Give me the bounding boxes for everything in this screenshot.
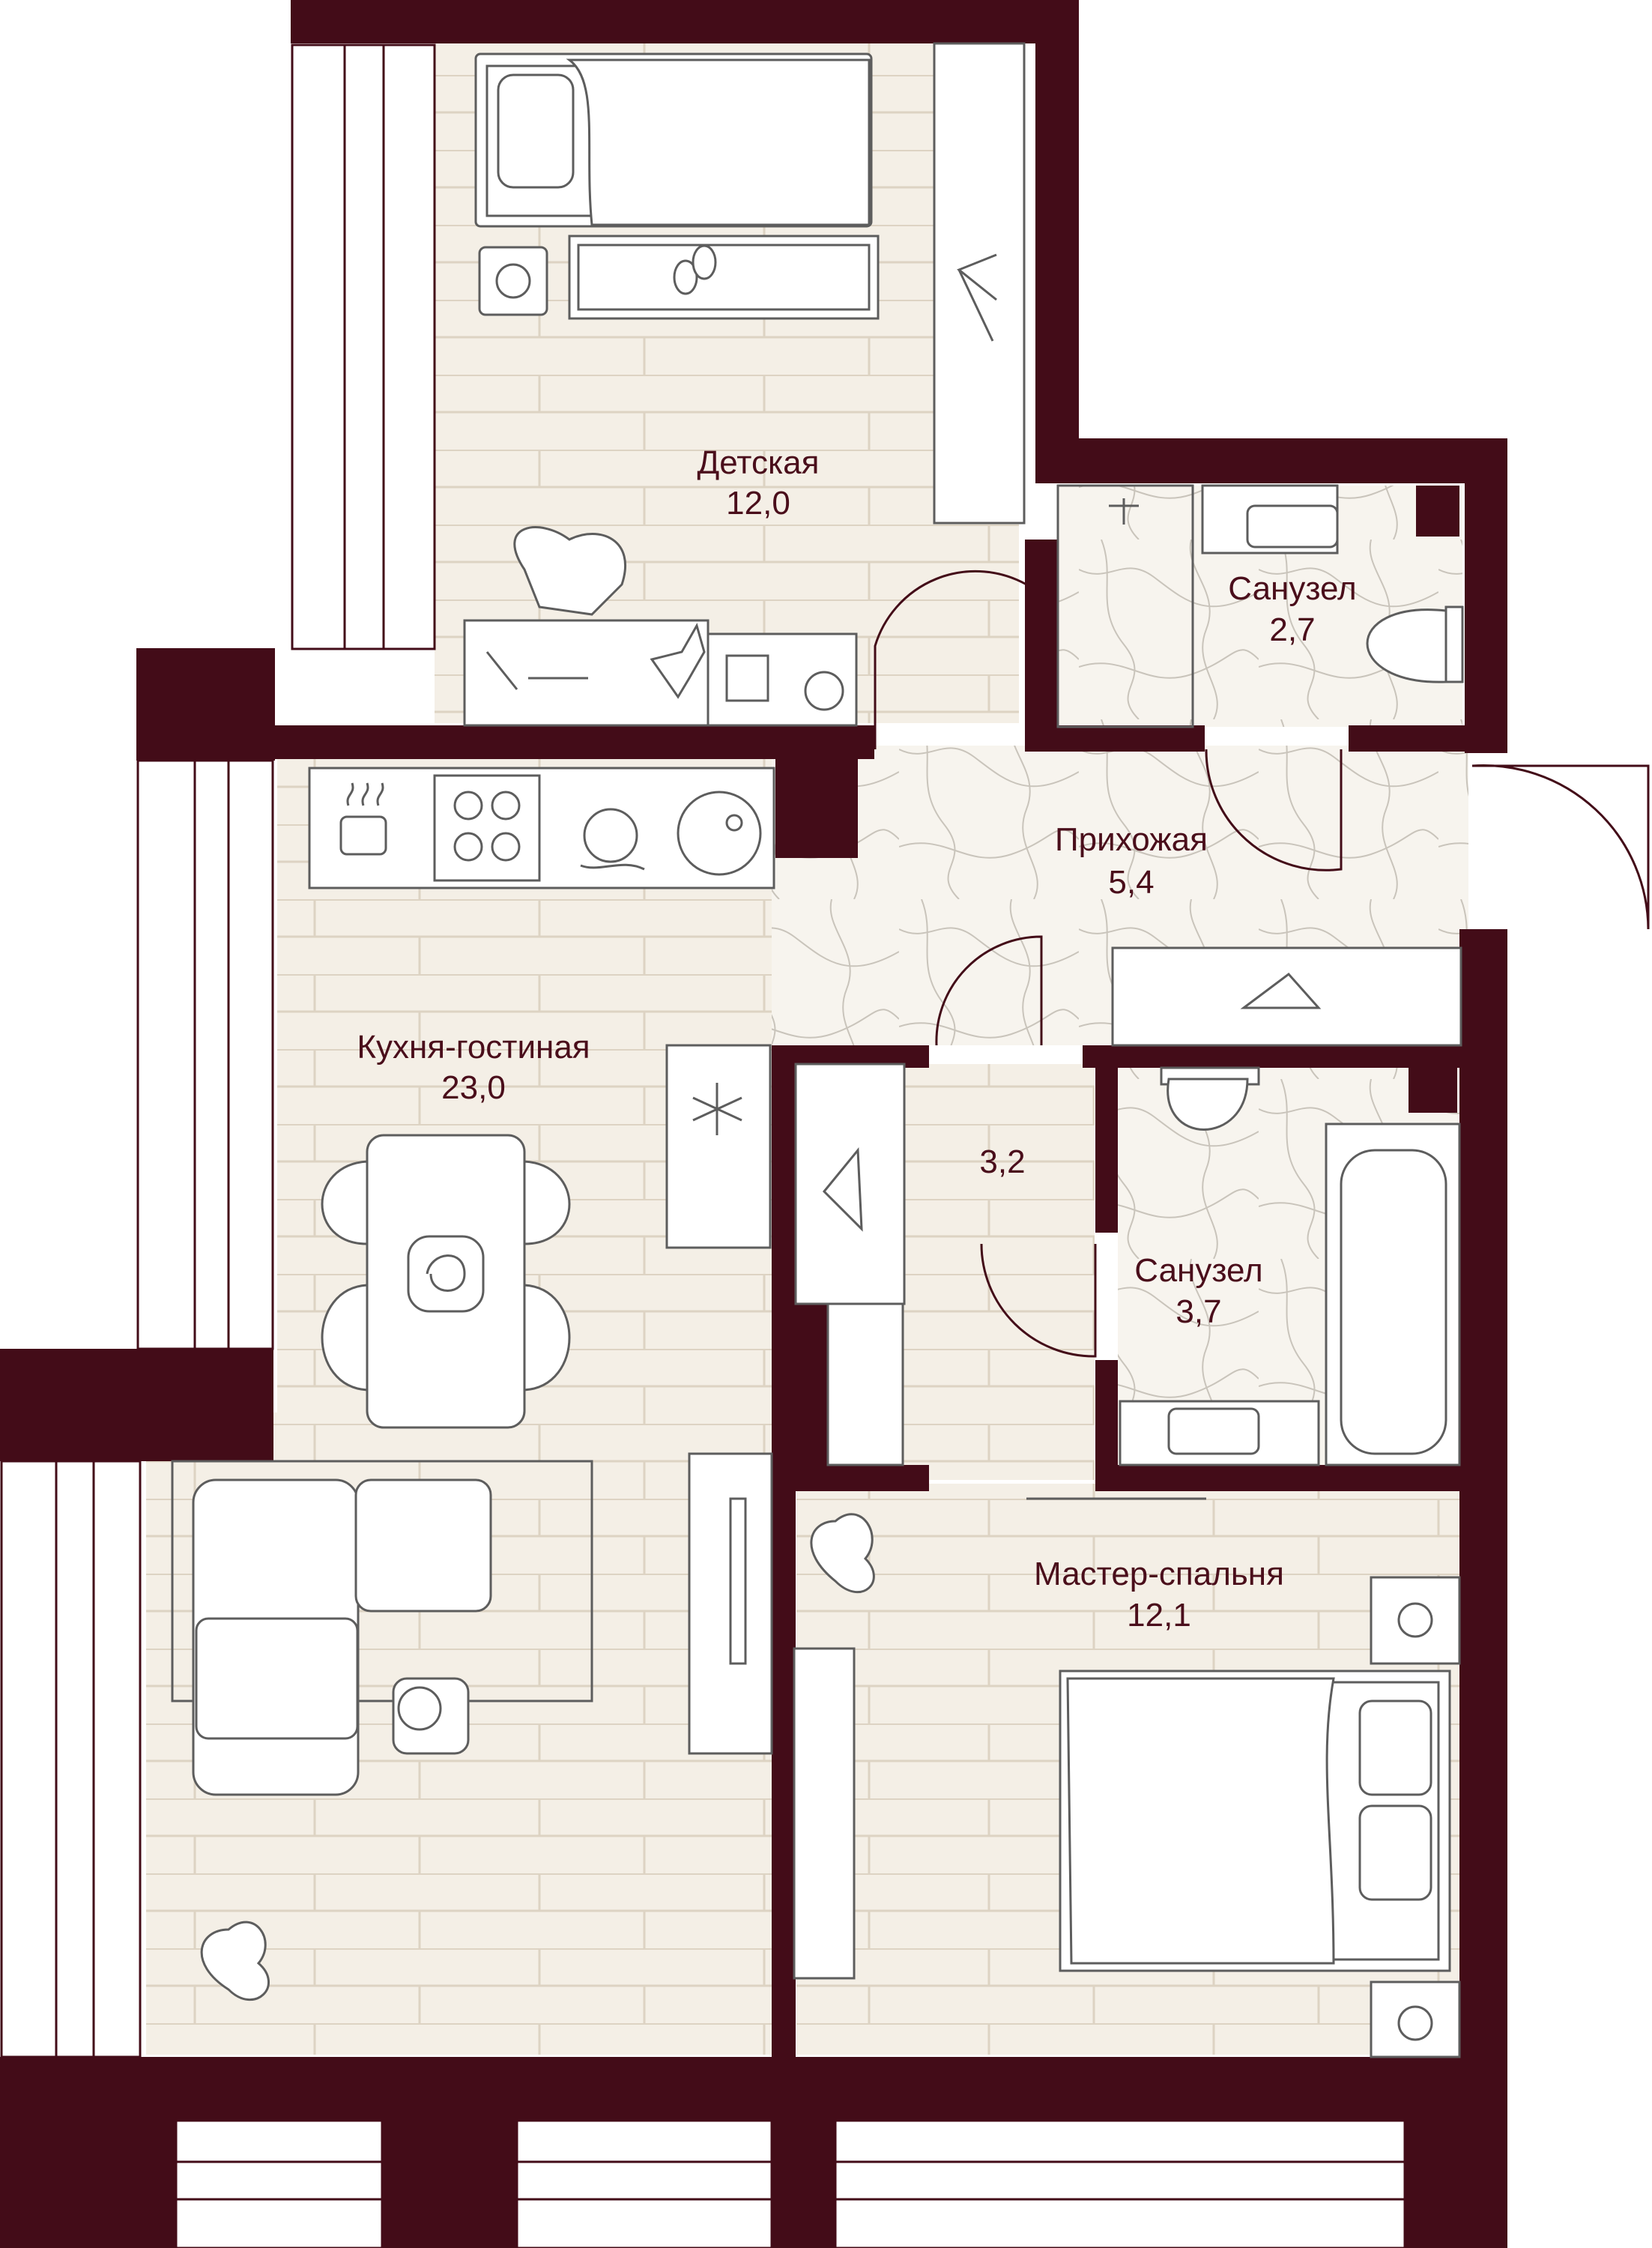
room-area-bath1: 2,7 (1269, 611, 1315, 648)
kids-shelf (707, 632, 858, 727)
dining-table-icon (366, 1134, 526, 1429)
wardrobe-shelf (826, 1302, 904, 1466)
wall-left-outer (0, 1349, 273, 1461)
wall-right-bath1 (1465, 438, 1507, 753)
room-area-kitchen: 23,0 (441, 1069, 506, 1106)
furniture (171, 42, 1464, 2058)
snowflake-icon (692, 1083, 742, 1135)
chair-icon (523, 1160, 571, 1245)
dishwasher-icon (580, 808, 645, 871)
lamp-icon (478, 246, 548, 316)
bathtub-icon (1325, 1123, 1461, 1466)
windows (0, 43, 1406, 2248)
room-name-bath1: Санузел (1228, 570, 1356, 607)
fridge (665, 1044, 772, 1249)
room-name-kids: Детская (698, 444, 820, 481)
wall-hall-bath2 (1083, 1045, 1461, 1068)
hanger-icon (822, 1147, 863, 1232)
room-area-bath2: 3,7 (1176, 1293, 1221, 1330)
sofa-icon (192, 1478, 492, 1796)
wall-right-kids (1035, 0, 1079, 438)
room-name-hall: Прихожая (1055, 821, 1208, 858)
wall-bath1-bottom-a (1025, 725, 1205, 752)
bed-icon (474, 52, 873, 228)
chair-icon (321, 1284, 369, 1392)
room-area-master: 12,1 (1127, 1597, 1191, 1634)
tv-icon (688, 1452, 773, 1755)
wall-wardrobe-left (772, 1045, 796, 2248)
stove-icon (433, 774, 541, 882)
room-name-bath2: Санузел (1134, 1252, 1262, 1289)
wall-top-kids (291, 0, 1079, 43)
door-entrance (1471, 764, 1650, 930)
room-area-wardrobe: 3,2 (979, 1143, 1025, 1180)
room-area-hall: 5,4 (1108, 864, 1154, 901)
bed-icon (1059, 1670, 1451, 1972)
hall-closet (1111, 946, 1462, 1047)
toy-airplane-icon (650, 623, 706, 699)
vent-shaft-bath2 (1409, 1068, 1457, 1113)
chair-icon (321, 1160, 369, 1245)
chair-icon (513, 526, 627, 616)
window-living (0, 1460, 142, 2058)
slippers-icon (568, 235, 880, 320)
door-kids (874, 569, 1027, 749)
room-name-master: Мастер-спальня (1034, 1556, 1284, 1592)
wall-bath2-bottom (1095, 1465, 1462, 1491)
cooking-pot-icon (339, 782, 387, 856)
wall-bath1-bottom-b (1349, 725, 1507, 752)
sink-icon (1119, 1400, 1320, 1466)
wall-kids-bottom (136, 725, 874, 759)
wall-wardrobe-stub (796, 1304, 829, 1465)
window-bottom-1 (175, 2119, 384, 2248)
sink-icon (1201, 484, 1339, 555)
kids-closet (933, 42, 1026, 525)
door-wardrobe (935, 935, 1043, 1046)
window-kitchen (136, 759, 274, 1350)
window-bottom-2 (515, 2119, 773, 2248)
wall-top-bath1 (1035, 438, 1507, 483)
room-name-kitchen: Кухня-гостиная (357, 1029, 590, 1066)
wall-wardrobe-bottom (772, 1465, 929, 1491)
toilet-icon (1160, 1066, 1260, 1131)
living-rug (171, 1460, 593, 1702)
window-kids (291, 43, 436, 650)
plant-icon (810, 1513, 875, 1593)
toilet-icon (1366, 605, 1464, 683)
wardrobe-closet (794, 1063, 906, 1305)
sink-icon (677, 791, 762, 876)
room-labels: Детская 12,0 Санузел 2,7 Прихожая 5,4 Ку… (357, 444, 1356, 1634)
shower-icon (1056, 484, 1194, 728)
hanger-icon (957, 253, 997, 342)
wall-entrance-right (1459, 929, 1507, 2248)
coffee-table-top (397, 1686, 442, 1731)
door-bath2 (980, 1243, 1097, 1358)
doors (874, 569, 1650, 1358)
tv-icon (793, 1647, 856, 1980)
vent-shaft-bath1 (1416, 486, 1459, 537)
hanger-icon (1240, 972, 1322, 1009)
wall-wardrobe-bath2 (1095, 1045, 1118, 1233)
nightstand-top (1370, 1576, 1461, 1665)
chair-icon (523, 1284, 571, 1392)
plant-icon (200, 1921, 270, 2001)
window-bottom-3 (834, 2119, 1406, 2248)
wall-kids-bath (1025, 540, 1059, 749)
room-area-kids: 12,0 (726, 485, 790, 522)
door-bath1 (1205, 749, 1343, 871)
nightstand-bottom (1370, 1980, 1461, 2058)
column-hall (775, 746, 858, 858)
